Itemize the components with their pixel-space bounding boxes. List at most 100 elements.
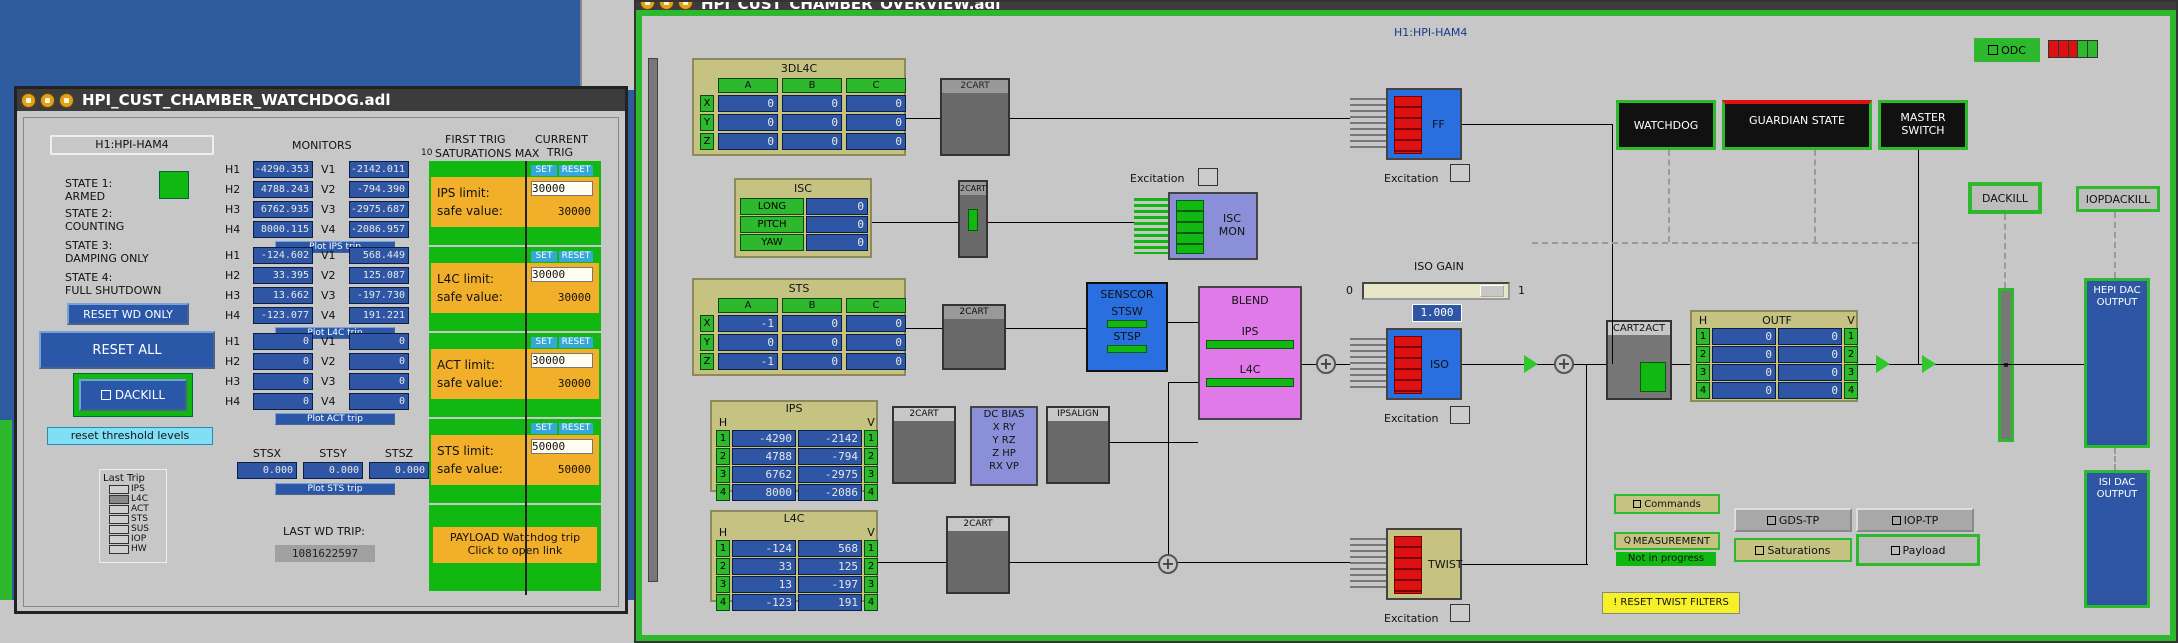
iopdackill-button[interactable]: IOPDACKILL [2076,186,2160,212]
dl4c-2cart-matrix[interactable]: 2CART [940,78,1010,156]
window-menu-icon[interactable] [21,92,36,108]
plot-act-trip-button[interactable]: Plot ACT trip [275,413,395,425]
iso-gain-max: 1 [1518,284,1525,297]
watchdog-titlebar[interactable]: HPI_CUST_CHAMBER_WATCHDOG.adl [17,89,625,111]
watchdog-status[interactable]: WATCHDOG [1616,100,1716,150]
ips-h3-label: H3 [225,203,241,216]
ips-set-button[interactable]: SET [531,165,557,176]
last-trip-label: Last Trip [103,473,145,484]
iso-gain-value[interactable]: 1.000 [1412,304,1462,322]
reset-threshold-button[interactable]: reset threshold levels [47,427,213,445]
payload-trip-panel[interactable]: PAYLOAD Watchdog trip Click to open link [429,505,601,591]
iso-gain-label: ISO GAIN [1414,260,1464,273]
isc-mon-block[interactable]: ISC MON [1134,192,1258,260]
iop-tp-button[interactable]: IOP-TP [1856,508,1974,532]
cart2act-matrix[interactable]: CART2ACT [1606,320,1672,400]
sensor-correction-block[interactable]: SENSCOR STSW STSP [1086,282,1168,372]
iso-excitation-box[interactable] [1450,406,1470,424]
ips-2cart-matrix[interactable]: 2CART [892,406,956,484]
odc-button[interactable]: ODC [1974,38,2040,62]
sensor-stsw-label: STSW [1111,305,1143,318]
dl4c-cell: 0 [782,114,842,131]
signal-line [1918,150,1919,364]
l4c-reset-button[interactable]: RESET [559,251,593,262]
l4c-2cart-matrix[interactable]: 2CART [946,516,1010,594]
signal-line [1672,364,1690,365]
reset-all-button[interactable]: RESET ALL [39,331,215,369]
ips-v4-label: V4 [321,223,336,236]
act-limit-input[interactable]: 30000 [531,353,593,368]
minimize-icon[interactable] [40,92,55,108]
minimize-icon[interactable] [659,2,674,10]
payload-trip-link[interactable]: PAYLOAD Watchdog trip Click to open link [433,527,597,563]
ff-module: FF [1386,88,1462,160]
outf-h-cell: 0 [1712,364,1776,381]
l4c-set-button[interactable]: SET [531,251,557,262]
act-h1-label: H1 [225,335,241,348]
payload-button[interactable]: Payload [1856,534,1980,566]
ips-reset-button[interactable]: RESET [559,165,593,176]
dc-bias-block[interactable]: DC BIAS X RY Y RZ Z HP RX VP [970,406,1038,486]
ipsalign-matrix[interactable]: IPSALIGN [1046,406,1110,484]
isi-dac-output[interactable]: ISI DAC OUTPUT [2084,470,2150,608]
dackill-button[interactable]: DACKILL [79,379,187,411]
act-set-button[interactable]: SET [531,337,557,348]
dl4c-col-c: C [846,78,906,93]
blend-block[interactable]: BLEND IPS L4C [1198,286,1302,420]
dc-bias-item: X RY [992,422,1016,433]
overview-titlebar[interactable]: HPI_CUST_CHAMBER_OVERVIEW.adl [636,2,2176,10]
last-trip-item: HW [131,544,147,554]
limits-column: SET RESET IPS limit: 30000 safe value: 3… [429,161,601,591]
window-menu-icon[interactable] [640,2,655,10]
iso-gain-slider-thumb[interactable] [1480,285,1504,297]
isc-excitation-box[interactable] [1198,168,1218,186]
plot-sts-trip-button[interactable]: Plot STS trip [275,483,395,495]
gds-tp-button[interactable]: GDS-TP [1734,508,1852,532]
signal-line [1586,364,1587,564]
master-switch[interactable]: MASTER SWITCH [1878,100,1968,150]
iso-module: ISO [1386,328,1462,400]
reset-twist-filters-button[interactable]: ! RESET TWIST FILTERS [1602,592,1740,614]
related-display-icon [100,390,111,400]
twist-block[interactable]: TWIST [1350,528,1463,600]
blend-ips-label: IPS [1241,325,1259,338]
twist-excitation-box[interactable] [1450,604,1470,622]
dackill-overview-button[interactable]: DACKILL [1968,182,2042,214]
act-v3-value: 0 [349,373,409,390]
iso-filter-bank [1394,336,1422,394]
sts-2cart-matrix[interactable]: 2CART [942,304,1006,370]
last-wd-trip-label: LAST WD TRIP: [283,525,365,538]
l4c-limit-input[interactable]: 30000 [531,267,593,282]
sts-reset-button[interactable]: RESET [559,423,593,434]
ff-block[interactable]: FF [1350,88,1462,160]
ips-h-cell: 6762 [732,466,796,483]
ips-row-index: 2 [864,448,878,465]
l4c-row-index: 1 [716,540,730,557]
iso-gain-slider[interactable] [1362,282,1510,300]
act-reset-button[interactable]: RESET [559,337,593,348]
isc-2cart-matrix[interactable]: 2CART [958,180,988,258]
ips-limit-input[interactable]: 30000 [531,181,593,196]
hepi-dac-output[interactable]: HEPI DAC OUTPUT [2084,278,2150,448]
reset-wd-only-button[interactable]: RESET WD ONLY [67,303,189,325]
ips-limit-panel: SET RESET IPS limit: 30000 safe value: 3… [429,161,601,245]
sts-set-button[interactable]: SET [531,423,557,434]
sts-block[interactable]: STS A B C X -1 0 0 Y 0 0 0 Z -1 0 0 [692,278,906,376]
maximize-icon[interactable] [678,2,693,10]
commands-button[interactable]: Commands [1614,494,1720,514]
isc-mon-input-filters [1134,198,1168,254]
iso-block[interactable]: ISO [1350,328,1462,400]
act-h2-value: 0 [253,353,313,370]
sts-limit-input[interactable]: 50000 [531,439,593,454]
dl4c-block[interactable]: 3DL4C A B C X 0 0 0 Y 0 0 0 Z 0 0 0 [692,58,906,156]
guardian-state[interactable]: GUARDIAN STATE [1722,100,1872,150]
saturations-button[interactable]: Saturations [1734,538,1852,562]
maximize-icon[interactable] [59,92,74,108]
ff-excitation-box[interactable] [1450,164,1470,182]
l4c-v3-label: V3 [321,289,336,302]
